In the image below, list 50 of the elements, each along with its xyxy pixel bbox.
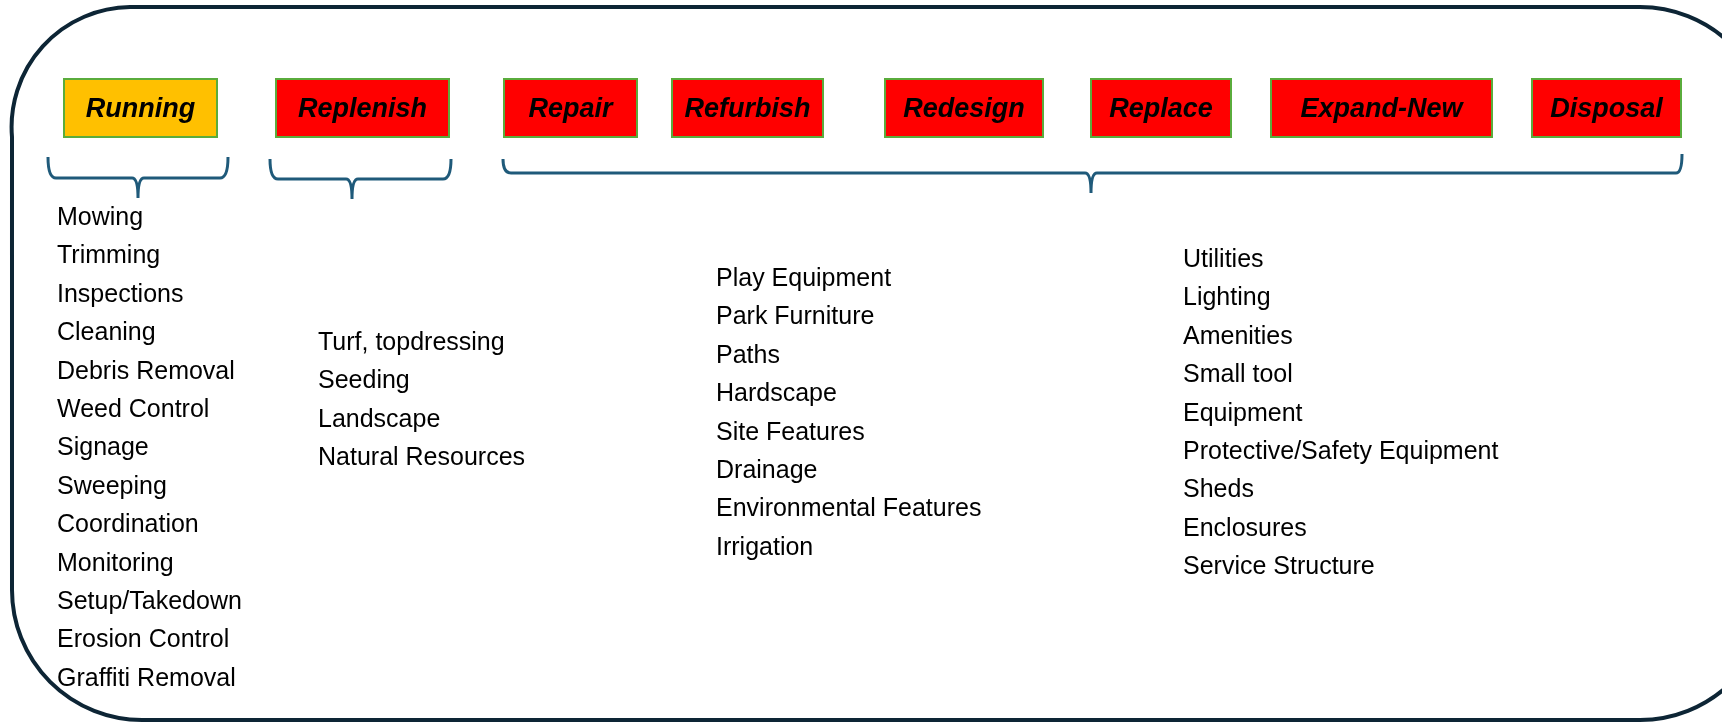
category-label: Repair bbox=[528, 92, 613, 124]
list-item: Play Equipment bbox=[716, 262, 892, 292]
list-item: Sweeping bbox=[57, 469, 167, 500]
list-item: Coordination bbox=[57, 508, 199, 539]
category-label: Replenish bbox=[298, 92, 427, 124]
list-item: Equipment bbox=[1183, 396, 1303, 427]
list-item: Natural Resources bbox=[318, 441, 526, 472]
category-label: Replace bbox=[1109, 92, 1213, 124]
list-item: Debris Removal bbox=[57, 354, 235, 385]
category-label: Redesign bbox=[903, 92, 1025, 124]
category-box bbox=[671, 78, 824, 138]
list-item: Drainage bbox=[716, 454, 818, 484]
list-item: Graffiti Removal bbox=[57, 661, 236, 692]
list-item: Cleaning bbox=[57, 316, 156, 347]
list-item: Signage bbox=[57, 431, 149, 462]
list-item: Utilities bbox=[1183, 243, 1264, 273]
list-item: Seeding bbox=[318, 364, 410, 395]
list-item: Protective/Safety Equipment bbox=[1183, 435, 1499, 465]
category-box bbox=[1270, 78, 1493, 138]
list-item: Trimming bbox=[57, 239, 161, 270]
list-item: Small tool bbox=[1183, 358, 1293, 389]
category-label: Running bbox=[85, 92, 196, 124]
category-box bbox=[1531, 78, 1682, 138]
list-item: Amenities bbox=[1183, 319, 1293, 350]
list-item: Service Structure bbox=[1183, 550, 1375, 581]
category-label: Disposal bbox=[1550, 92, 1663, 124]
list-item: Paths bbox=[716, 338, 780, 369]
category-box bbox=[503, 78, 638, 138]
list-item: Monitoring bbox=[57, 546, 174, 577]
list-item: Inspections bbox=[57, 277, 184, 308]
list-item: Enclosures bbox=[1183, 511, 1307, 542]
list-item: Setup/Takedown bbox=[57, 585, 242, 615]
category-box bbox=[275, 78, 450, 138]
category-box bbox=[884, 78, 1044, 138]
list-item: Weed Control bbox=[57, 393, 210, 423]
list-item: Environmental Features bbox=[716, 492, 982, 523]
list-item: Park Furniture bbox=[716, 300, 875, 331]
list-item: Erosion Control bbox=[57, 623, 230, 654]
list-item: Landscape bbox=[318, 402, 441, 433]
category-box bbox=[63, 78, 218, 138]
category-label: Expand-New bbox=[1300, 92, 1463, 124]
list-item: Turf, topdressing bbox=[318, 326, 505, 356]
list-item: Mowing bbox=[57, 201, 144, 231]
list-item: Irrigation bbox=[716, 530, 814, 561]
list-item: Lighting bbox=[1183, 281, 1271, 312]
list-item: Site Features bbox=[716, 415, 865, 446]
category-box bbox=[1090, 78, 1232, 138]
list-item: Sheds bbox=[1183, 473, 1254, 504]
list-item: Hardscape bbox=[716, 377, 837, 408]
category-label: Refurbish bbox=[684, 92, 811, 124]
